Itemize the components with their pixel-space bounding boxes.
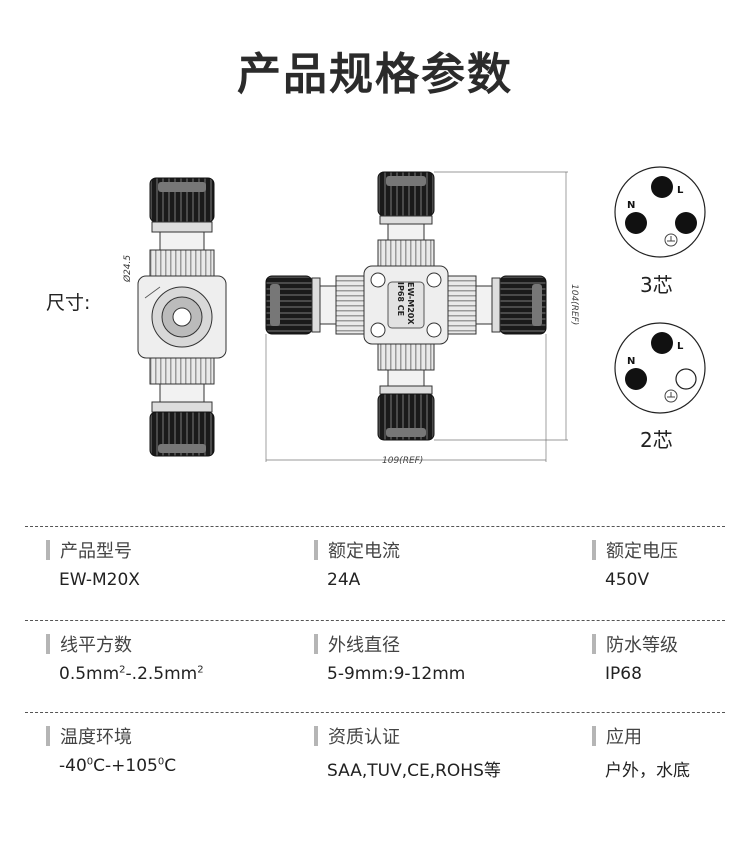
- spec-bar: [314, 726, 318, 746]
- spec-item: 应用 户外，水底: [592, 724, 742, 781]
- spec-label: 防水等级: [606, 635, 678, 656]
- spec-item: 资质认证 SAA,TUV,CE,ROHS等: [314, 724, 534, 781]
- spec-label: 线平方数: [60, 635, 132, 656]
- spec-label: 温度环境: [60, 727, 132, 748]
- spec-value: 5-9mm:9-12mm: [327, 664, 466, 684]
- pin-label-l-2core: L: [677, 341, 684, 352]
- spec-item: 外线直径 5-9mm:9-12mm: [314, 632, 534, 684]
- body-marking-line2: EW-M20X: [406, 282, 415, 325]
- spec-label: 应用: [606, 727, 642, 748]
- spec-item: 温度环境 -400C-+1050C: [46, 724, 266, 776]
- spec-value: IP68: [605, 664, 642, 684]
- side-diameter-label: Ø24.5: [122, 255, 133, 283]
- spec-bar: [592, 540, 596, 560]
- spec-item: 额定电流 24A: [314, 538, 534, 590]
- divider: [25, 526, 725, 527]
- spec-value: 450V: [605, 570, 650, 590]
- pin-label-l-3core: L: [677, 185, 684, 196]
- spec-value: 24A: [327, 570, 361, 590]
- spec-item: 线平方数 0.5mm2-.2.5mm2: [46, 632, 266, 684]
- connector-cross-view: [265, 171, 568, 462]
- spec-bar: [46, 540, 50, 560]
- body-marking-line1: IP68 CE: [396, 282, 405, 316]
- connector-drawing: Ø24.5: [122, 166, 706, 466]
- spec-label: 产品型号: [60, 541, 132, 562]
- spec-item: 产品型号 EW-M20X: [46, 538, 266, 590]
- page-title: 产品规格参数: [237, 49, 513, 100]
- spec-bar: [46, 634, 50, 654]
- pin-caption-3-core: 3芯: [640, 273, 673, 297]
- connector-side-view: [137, 177, 227, 457]
- pin-label-n-2core: N: [627, 356, 635, 367]
- spec-value: 0.5mm2-.2.5mm2: [59, 664, 204, 684]
- divider: [25, 712, 725, 713]
- spec-label: 额定电压: [606, 541, 678, 562]
- spec-bar: [592, 726, 596, 746]
- pin-diagram-2-core: [614, 322, 706, 414]
- pin-caption-2-core: 2芯: [640, 428, 673, 452]
- width-dimension-label: 109(REF): [382, 456, 423, 466]
- spec-bar: [314, 634, 318, 654]
- spec-label: 资质认证: [328, 727, 400, 748]
- spec-bar: [314, 540, 318, 560]
- spec-bar: [46, 726, 50, 746]
- divider: [25, 620, 725, 621]
- spec-value: SAA,TUV,CE,ROHS等: [327, 761, 501, 781]
- spec-item: 防水等级 IP68: [592, 632, 742, 684]
- spec-item: 额定电压 450V: [592, 538, 742, 590]
- spec-value: -400C-+1050C: [59, 756, 177, 776]
- size-label: 尺寸:: [46, 292, 91, 314]
- spec-label: 外线直径: [328, 635, 400, 656]
- spec-label: 额定电流: [328, 541, 400, 562]
- spec-value: 户外，水底: [605, 761, 690, 781]
- spec-value: EW-M20X: [59, 570, 140, 590]
- spec-bar: [592, 634, 596, 654]
- height-dimension-label: 104(REF): [569, 284, 579, 325]
- pin-label-n-3core: N: [627, 200, 635, 211]
- pin-diagram-3-core: [614, 166, 706, 258]
